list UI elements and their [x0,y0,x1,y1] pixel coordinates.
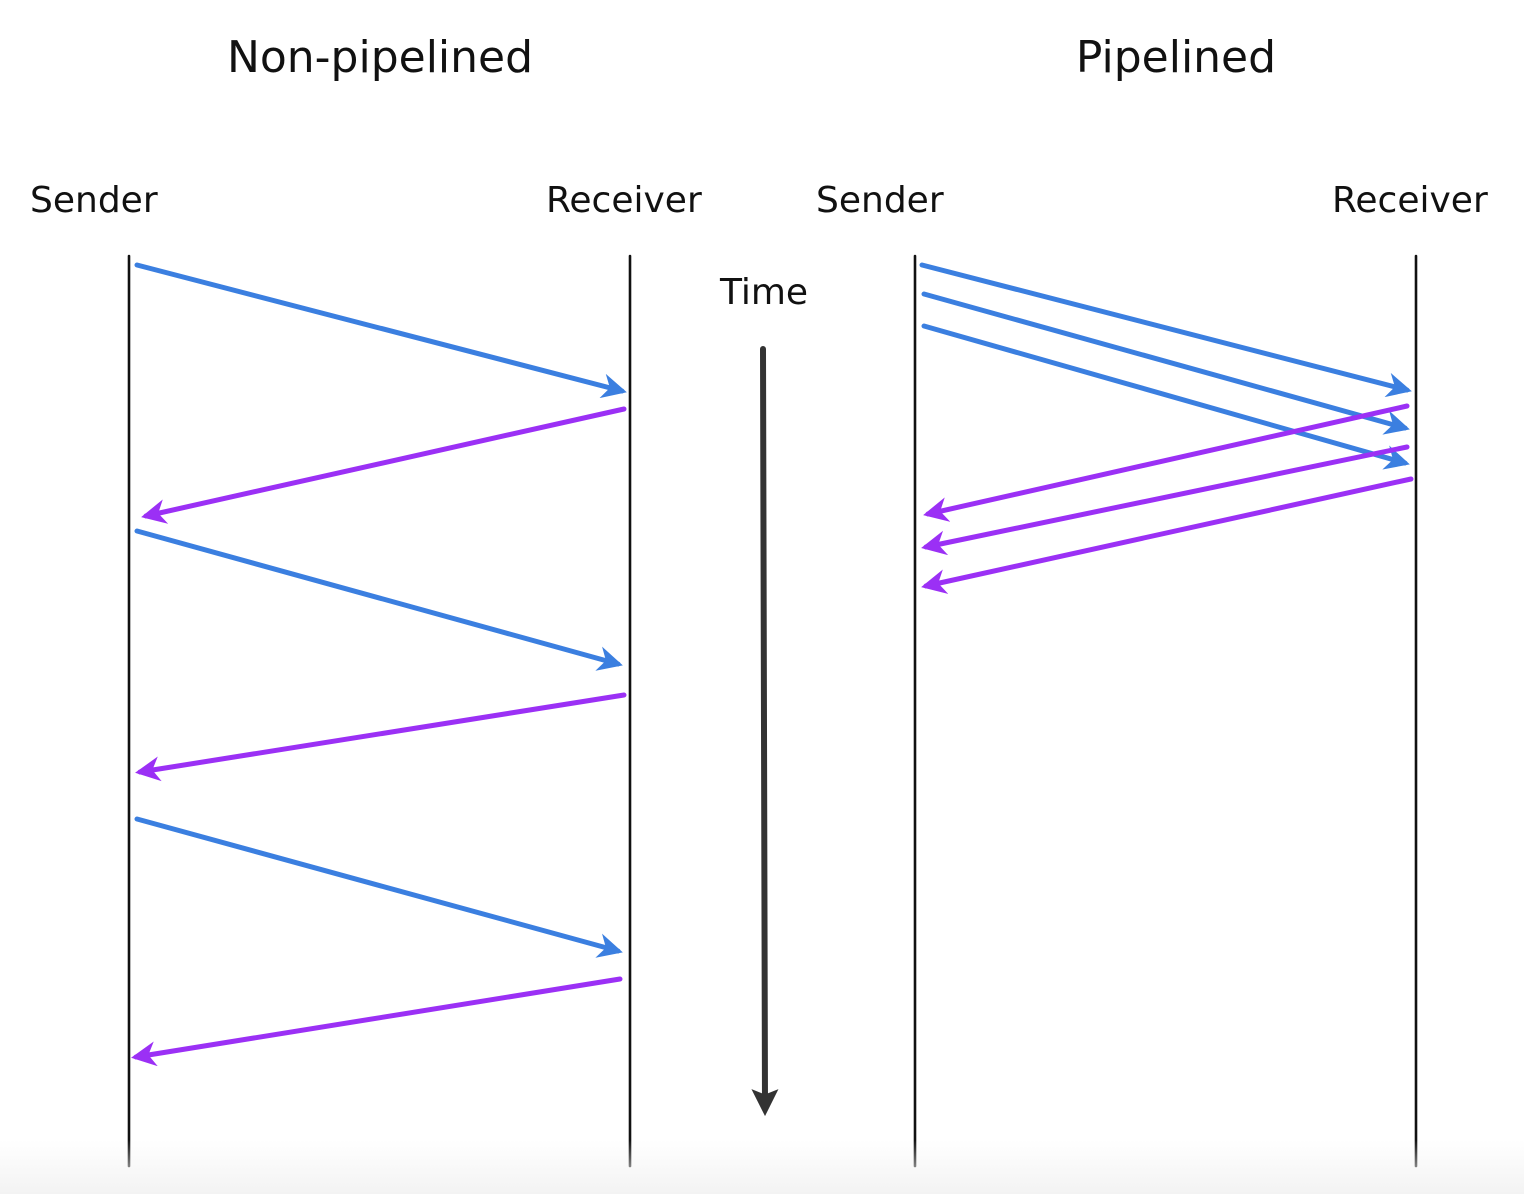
receiver-label-non-pipelined: Receiver [546,180,702,221]
data-segment-arrow [921,291,1410,435]
time-axis-group: Time [719,272,808,1117]
data-segment-arrow [134,528,623,671]
ack-arrow [131,976,623,1067]
data-segment-arrow [134,816,623,958]
time-axis-arrow [751,346,779,1117]
ack-arrow [135,692,627,782]
ack-arrow [921,444,1410,556]
ack-arrow [141,406,627,524]
sender-label-pipelined: Sender [816,180,944,221]
panel-title-pipelined: Pipelined [1076,32,1276,83]
sender-label-non-pipelined: Sender [30,180,158,221]
time-label: Time [719,272,808,313]
ack-arrow [923,403,1410,522]
receiver-label-pipelined: Receiver [1332,180,1488,221]
panel-non-pipelined: Non-pipelined Sender Receiver [30,32,702,1168]
panel-pipelined: Pipelined Sender Receiver [816,32,1488,1168]
ack-arrow [921,476,1414,594]
panel-title-non-pipelined: Non-pipelined [227,32,533,83]
data-segment-arrow [919,262,1412,398]
bottom-shadow [0,1140,1524,1194]
data-segment-arrow [921,323,1410,470]
data-segment-arrow [134,262,627,399]
